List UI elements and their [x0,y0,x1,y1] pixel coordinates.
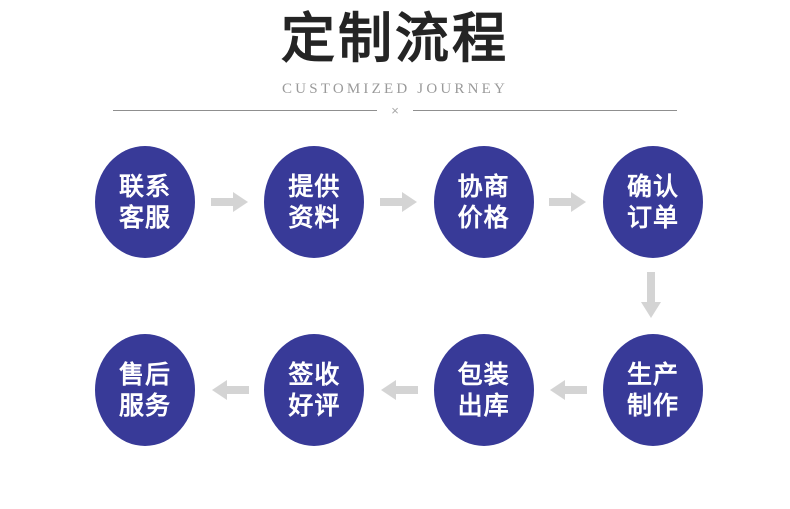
node-label-line2: 资料 [288,203,341,232]
node-label-line2: 好评 [288,391,341,420]
connector-6-7 [364,334,433,446]
flow-node-production[interactable]: 生产 制作 [602,334,703,446]
arrow-down-icon [641,272,661,318]
page-header: 定制流程 CUSTOMIZED JOURNEY [0,0,790,98]
flow-node-provide-materials[interactable]: 提供 资料 [264,146,365,258]
flow-node-packaging-shipping[interactable]: 包装 出库 [433,334,534,446]
arrow-left-icon [550,380,588,400]
flow-node-contact-support[interactable]: 联系 客服 [95,146,195,258]
node-label-line2: 价格 [457,203,510,232]
flow-node-after-sales-service[interactable]: 售后 服务 [95,334,195,446]
node-label-line1: 包装 [457,360,510,389]
node-label-line2: 客服 [118,203,171,232]
flow-node-confirm-order[interactable]: 确认 订单 [602,146,703,258]
connector-7-8 [195,334,264,446]
connector-3-4 [534,146,603,258]
node-label-line1: 生产 [626,360,679,389]
arrow-right-icon [379,192,417,212]
node-label-line1: 提供 [288,172,341,201]
node-label-line1: 签收 [288,360,341,389]
flow-node-negotiate-price[interactable]: 协商 价格 [433,146,534,258]
node-label-line2: 出库 [457,391,510,420]
arrow-right-icon [210,192,248,212]
arrow-right-icon [549,192,587,212]
node-label-line1: 售后 [118,360,171,389]
node-label-line1: 联系 [118,172,171,201]
divider-line-left [113,109,378,111]
node-label-line2: 订单 [626,203,679,232]
node-label-line1: 协商 [457,172,510,201]
arrow-left-icon [380,380,418,400]
connector-2-3 [364,146,433,258]
page-title: 定制流程 [281,7,509,70]
section-divider: × [113,100,677,120]
connector-4-5 [630,262,672,330]
page-subtitle: CUSTOMIZED JOURNEY [281,81,509,97]
node-label-line2: 服务 [118,391,171,420]
flow-row-top: 联系 客服 提供 资料 协商 价格 确认 订单 [95,146,703,258]
connector-5-6 [534,334,603,446]
flow-row-bottom: 售后 服务 签收 好评 包装 出库 生产 制作 [95,334,703,446]
divider-line-right [412,109,677,111]
node-label-line2: 制作 [626,391,679,420]
flow-node-sign-and-review[interactable]: 签收 好评 [264,334,365,446]
node-label-line1: 确认 [626,172,679,201]
arrow-left-icon [211,380,249,400]
connector-1-2 [195,146,264,258]
divider-cross-icon: × [391,102,399,118]
